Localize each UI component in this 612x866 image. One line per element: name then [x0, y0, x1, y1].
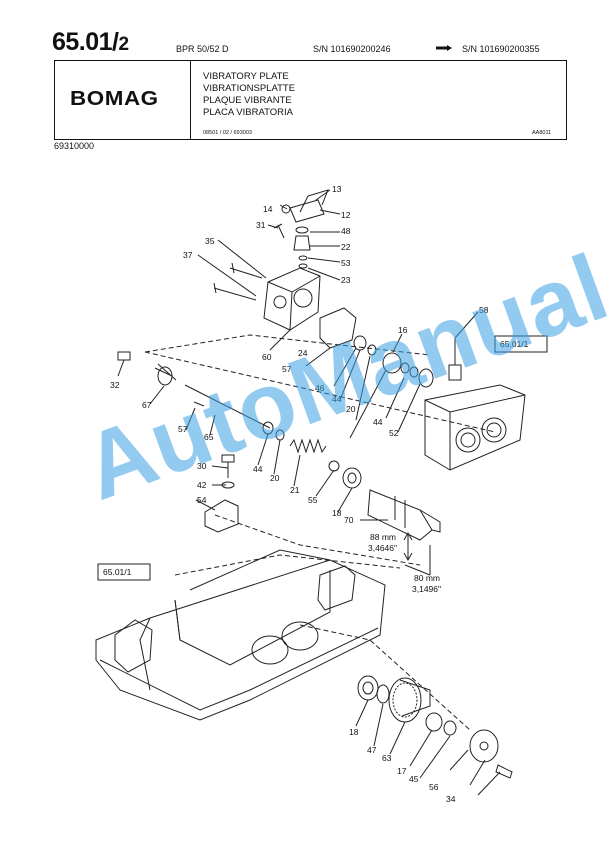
callout: 24: [298, 348, 308, 358]
callout: 52: [389, 428, 399, 438]
callout: 46: [315, 383, 325, 393]
arrow-right-icon: [436, 45, 452, 51]
doc-ref: AA8011: [532, 130, 552, 136]
title-es: PLACA VIBRATORIA: [203, 107, 293, 118]
dimension-label: 3,1496": [412, 584, 441, 594]
callout: 21: [290, 485, 300, 495]
header-divider: [190, 60, 192, 140]
ref-box-top: [494, 335, 548, 353]
callout: 14: [263, 204, 273, 214]
callout: 53: [341, 258, 351, 268]
dimension-label: 3,4646": [368, 543, 397, 553]
callout: 18: [332, 508, 342, 518]
callout: 63: [382, 753, 392, 763]
callout: 35: [205, 236, 215, 246]
bomag-logo: BOMAG: [70, 88, 159, 110]
callout: 48: [341, 226, 351, 236]
header-box: [54, 60, 567, 140]
callout: 32: [110, 380, 120, 390]
callout: 65: [204, 432, 214, 442]
callout: 45: [409, 774, 419, 784]
callout: 31: [256, 220, 266, 230]
callout: 57: [178, 424, 188, 434]
callout: 16: [398, 325, 408, 335]
part-code: 69310000: [54, 141, 95, 151]
callout: 47: [367, 745, 377, 755]
callout: 60: [262, 352, 272, 362]
callout: 18: [349, 727, 359, 737]
doc-code: 08501 / 02 / 693003: [203, 130, 252, 136]
ref-box-label: 65.01/1: [500, 339, 529, 349]
serial-to: S/N 101690200355: [462, 44, 540, 54]
title-de: VIBRATIONSPLATTE: [203, 83, 296, 94]
dimension-label: 88 mm: [370, 532, 396, 542]
callout: 13: [332, 184, 342, 194]
serial-from: S/N 101690200246: [313, 44, 391, 54]
callout: 44: [332, 394, 342, 404]
callout: 34: [446, 794, 456, 804]
ref-box-bottom: [97, 563, 151, 581]
callout: 22: [341, 242, 351, 252]
callout: 67: [142, 400, 152, 410]
callout: 23: [341, 275, 351, 285]
callout: 30: [197, 461, 207, 471]
title-fr: PLAQUE VIBRANTE: [203, 95, 292, 106]
callout: 58: [479, 305, 489, 315]
callout: 56: [429, 782, 439, 792]
dimension-label: 80 mm: [414, 573, 440, 583]
callout: 37: [183, 250, 193, 260]
callout: 20: [346, 404, 356, 414]
callout: 44: [373, 417, 383, 427]
callout: 12: [341, 210, 351, 220]
title-en: VIBRATORY PLATE: [203, 71, 289, 82]
callout: 54: [197, 495, 207, 505]
callout: 17: [397, 766, 407, 776]
callout: 42: [197, 480, 207, 490]
callout: 57: [282, 364, 292, 374]
callout: 20: [270, 473, 280, 483]
ref-box-label: 65.01/1: [103, 567, 132, 577]
model-label: BPR 50/52 D: [176, 44, 229, 54]
callout: 55: [308, 495, 318, 505]
page-number: 65.01/2: [52, 28, 129, 56]
callout: 44: [253, 464, 263, 474]
callout: 70: [344, 515, 354, 525]
